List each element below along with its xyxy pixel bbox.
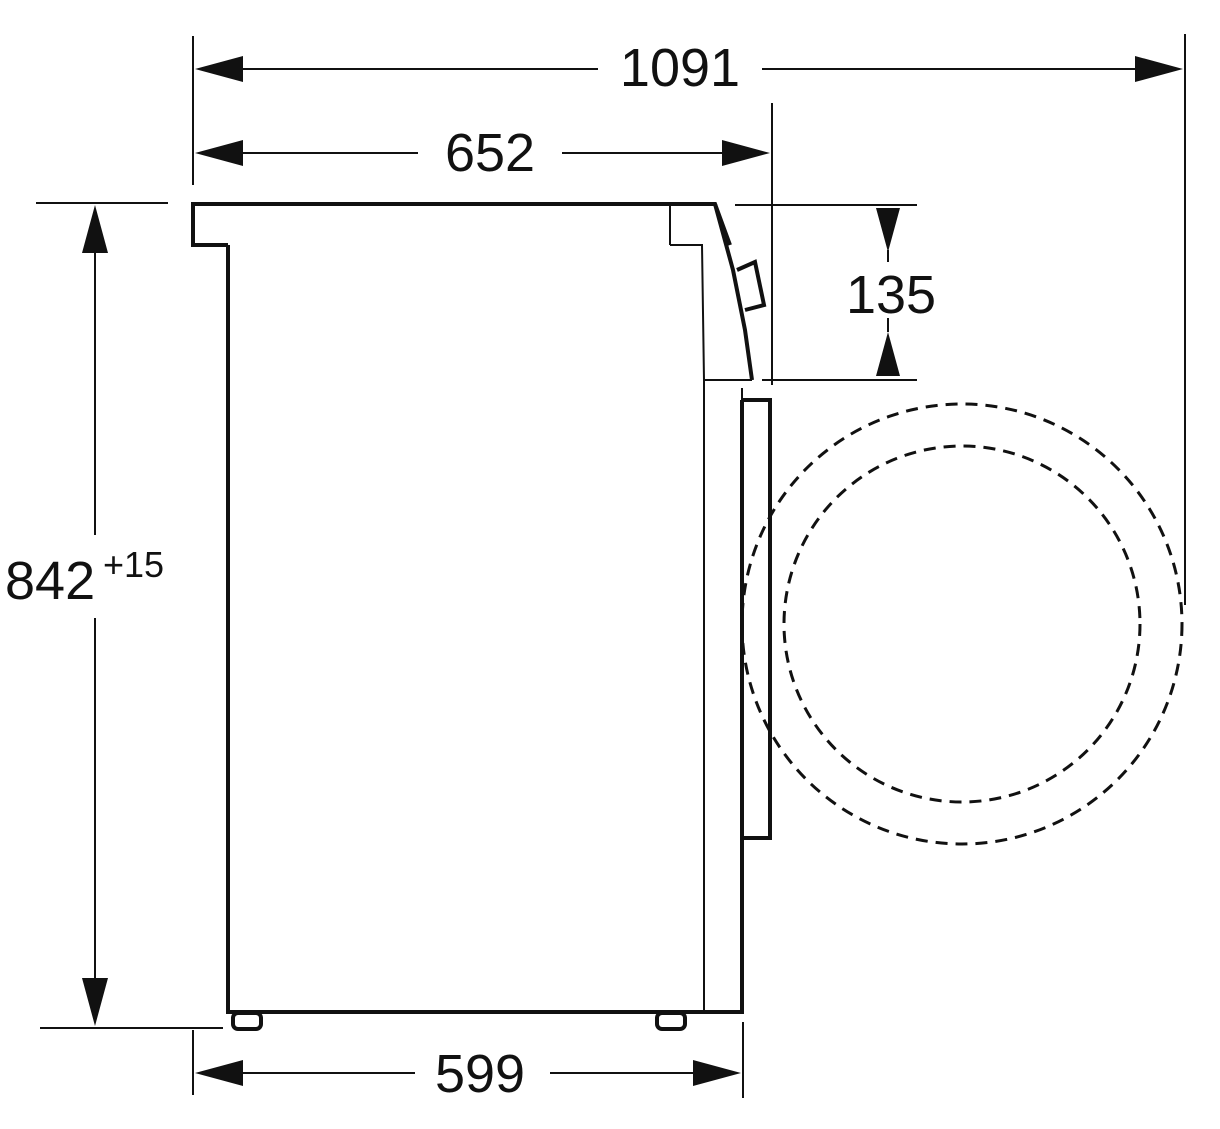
worktop-outline bbox=[191, 202, 732, 247]
label-depth-body: 652 bbox=[445, 123, 535, 183]
arrowhead-right bbox=[693, 1060, 741, 1086]
arrowhead-up bbox=[82, 205, 108, 253]
cabinet-outline bbox=[226, 245, 744, 1014]
dimension-width-bottom: 599 bbox=[195, 1044, 741, 1104]
control-panel-face bbox=[713, 203, 754, 381]
label-width-bottom: 599 bbox=[435, 1044, 525, 1104]
arrowhead-up-lower bbox=[876, 332, 900, 376]
label-depth-total: 1091 bbox=[620, 38, 740, 98]
door-swing-inner bbox=[782, 444, 1142, 804]
appliance-body bbox=[191, 202, 772, 1031]
door-frame bbox=[742, 398, 772, 840]
control-panel-inner bbox=[670, 244, 752, 381]
dimension-depth-total: 1091 bbox=[195, 38, 1183, 98]
arrowhead-down bbox=[82, 978, 108, 1026]
arrowhead-right bbox=[1135, 56, 1183, 82]
door-swing-outer bbox=[740, 402, 1184, 846]
door-swing bbox=[740, 402, 1184, 846]
dimension-control-panel-height: 135 bbox=[846, 208, 936, 376]
arrowhead-left bbox=[195, 1060, 243, 1086]
control-knob bbox=[736, 259, 767, 312]
label-height-tolerance: +15 bbox=[103, 544, 164, 585]
extension-lines bbox=[36, 34, 1186, 1098]
label-height: 842 bbox=[5, 551, 95, 611]
dimension-depth-body: 652 bbox=[195, 123, 770, 183]
arrowhead-right bbox=[722, 140, 770, 166]
foot-front bbox=[655, 1011, 687, 1031]
arrowhead-down-upper bbox=[876, 208, 900, 252]
label-control-panel-height: 135 bbox=[846, 265, 936, 325]
foot-rear bbox=[231, 1011, 263, 1031]
dimension-height: 842 +15 bbox=[5, 205, 164, 1026]
arrowhead-left bbox=[195, 140, 243, 166]
arrowhead-left bbox=[195, 56, 243, 82]
